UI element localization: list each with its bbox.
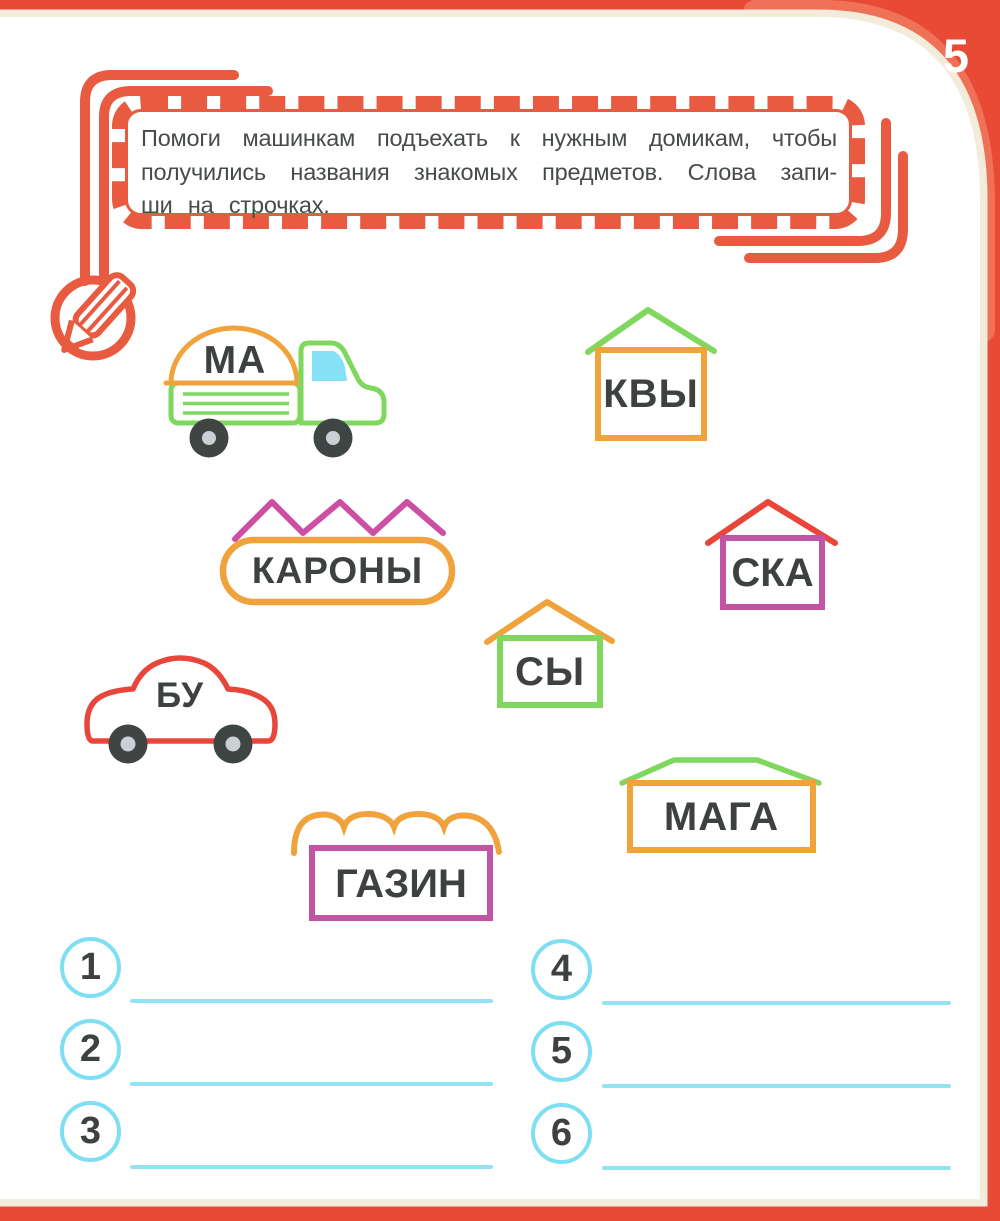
corner-flourish-lines	[80, 70, 908, 286]
answer-number-2: 2	[60, 1019, 121, 1080]
house-sy-roof	[484, 599, 615, 645]
answer-number-5: 5	[531, 1021, 592, 1082]
crown-zigzag	[232, 499, 446, 542]
truck-window	[312, 351, 347, 381]
answer-line-4[interactable]	[602, 1001, 951, 1005]
pencil-icon	[50, 272, 137, 361]
answer-line-5[interactable]	[602, 1084, 951, 1088]
crown-karony-label: КАРОНЫ	[251, 550, 424, 591]
answer-line-6[interactable]	[602, 1166, 951, 1170]
answer-number-6-text: 6	[550, 1112, 573, 1154]
house-sy-label: СЫ	[514, 650, 586, 694]
shop-gazin[interactable]	[291, 810, 502, 921]
house-ska-label: СКА	[731, 551, 814, 595]
instruction-line-2: получились названия знакомых предметов. …	[141, 158, 837, 185]
instruction-line-3: ши на строчках.	[141, 192, 330, 218]
truck-illustration[interactable]	[163, 325, 387, 458]
answer-number-6: 6	[531, 1103, 592, 1164]
answer-number-3-text: 3	[79, 1110, 102, 1152]
answer-line-1[interactable]	[130, 999, 493, 1003]
house-maga[interactable]	[619, 757, 822, 853]
house-maga-roof	[619, 757, 822, 786]
house-kvy-label: КВЫ	[603, 372, 699, 416]
crown-karony[interactable]	[219, 499, 456, 606]
house-kvy-roof	[585, 307, 717, 355]
car-syllable-label: БУ	[155, 676, 205, 715]
answer-number-1-text: 1	[79, 946, 102, 988]
answer-number-4-text: 4	[550, 948, 573, 990]
answer-number-3: 3	[60, 1101, 121, 1162]
answer-line-2[interactable]	[130, 1082, 493, 1086]
house-ska[interactable]	[705, 499, 838, 610]
instruction-box-inner: Помоги машинкам подъехать к нужным домик…	[125, 109, 852, 218]
answer-number-4: 4	[531, 939, 592, 1000]
shop-gazin-label: ГАЗИН	[335, 862, 467, 906]
instruction-line-1: Помоги машинкам подъехать к нужным домик…	[141, 125, 837, 151]
car-illustration[interactable]	[84, 655, 278, 764]
house-kvy[interactable]	[585, 307, 717, 441]
instruction-box: Помоги машинкам подъехать к нужным домик…	[112, 96, 865, 229]
truck-syllable-label: МА	[203, 339, 267, 382]
shop-awning	[291, 810, 502, 856]
answer-number-5-text: 5	[550, 1030, 573, 1072]
house-ska-roof	[705, 499, 838, 546]
answer-number-2-text: 2	[79, 1028, 102, 1070]
house-sy[interactable]	[484, 599, 615, 708]
answer-line-3[interactable]	[130, 1165, 493, 1169]
page-paper	[0, 17, 980, 1199]
page-number: 5	[942, 29, 970, 82]
answer-number-1: 1	[60, 937, 121, 998]
house-maga-label: МАГА	[663, 795, 780, 839]
